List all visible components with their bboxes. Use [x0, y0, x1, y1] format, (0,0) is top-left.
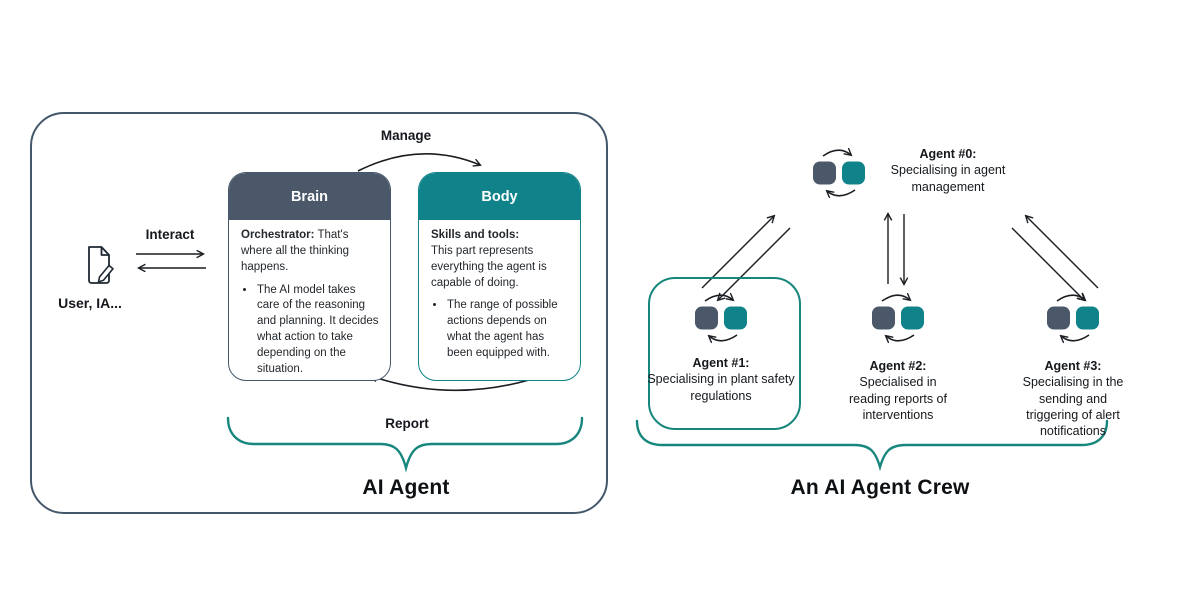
report-label: Report: [385, 416, 429, 431]
user-label: User, IA...: [58, 295, 122, 311]
agent-0-desc: Specialising in agent management: [890, 163, 1006, 194]
brain-bullet: The AI model takes care of the reasoning…: [256, 283, 379, 378]
agent-3-label: Agent #3: Specialising in the sending an…: [1014, 358, 1132, 439]
crew-arrows: [701, 214, 1099, 300]
interact-arrows: [136, 254, 206, 268]
brain-lead: Orchestrator: That's where all the think…: [241, 228, 379, 276]
agent-crew-brace: [635, 419, 1109, 472]
manage-label: Manage: [380, 128, 432, 143]
body-card-body: Skills and tools: This part represents ev…: [419, 220, 580, 362]
agent-1-label: Agent #1: Specialising in plant safety r…: [646, 355, 796, 404]
arrow-agent0-to-agent3: [1011, 227, 1084, 300]
agent-2-desc: Specialised in reading reports of interv…: [849, 375, 947, 422]
body-bullet: The range of possible actions depends on…: [446, 298, 569, 361]
agent-0-label: Agent #0: Specialising in agent manageme…: [873, 146, 1023, 195]
brain-lead-rest: That's where all the thinking happens.: [241, 229, 350, 273]
agent-1-desc: Specialising in plant safety regulations: [647, 372, 795, 403]
arrow-agent0-to-agent1: [718, 227, 791, 300]
agent-2-icon: [872, 295, 924, 341]
ai-agent-brace: [226, 416, 584, 473]
body-lead: Skills and tools: This part represents ev…: [431, 228, 569, 291]
agent-3-name: Agent #3:: [1044, 359, 1102, 373]
agent-crew-caption: An AI Agent Crew: [790, 476, 970, 499]
agent-2-label: Agent #2: Specialised in reading reports…: [838, 358, 958, 423]
brain-lead-bold: Orchestrator:: [241, 229, 315, 241]
body-lead-bold: Skills and tools:: [431, 229, 520, 241]
body-lead-rest: This part represents everything the agen…: [431, 244, 547, 289]
manage-arrow: [357, 153, 480, 172]
agent-3-icon: [1047, 295, 1099, 341]
arrow-agent1-to-agent0: [701, 216, 774, 289]
ai-agent-panel: [30, 112, 608, 514]
ai-agent-caption: AI Agent: [362, 476, 450, 499]
brain-card-header: Brain: [229, 173, 390, 220]
agent-2-name: Agent #2:: [869, 359, 927, 373]
body-card-header: Body: [419, 173, 580, 220]
agent-0-name: Agent #0:: [919, 147, 977, 161]
brain-bullet-list: The AI model takes care of the reasoning…: [241, 283, 379, 378]
arrow-agent3-to-agent0: [1026, 216, 1099, 289]
interact-label: Interact: [145, 227, 195, 242]
agent-1-highlight-box: [648, 277, 801, 430]
brain-card: Brain Orchestrator: That's where all the…: [228, 172, 391, 381]
agent-1-name: Agent #1:: [692, 356, 750, 370]
brain-card-body: Orchestrator: That's where all the think…: [229, 220, 390, 378]
document-edit-icon: [88, 246, 114, 284]
body-bullet-list: The range of possible actions depends on…: [431, 298, 569, 361]
agent-3-desc: Specialising in the sending and triggeri…: [1022, 375, 1124, 438]
body-card: Body Skills and tools: This part represen…: [418, 172, 581, 381]
agent-0-icon: [813, 150, 865, 196]
